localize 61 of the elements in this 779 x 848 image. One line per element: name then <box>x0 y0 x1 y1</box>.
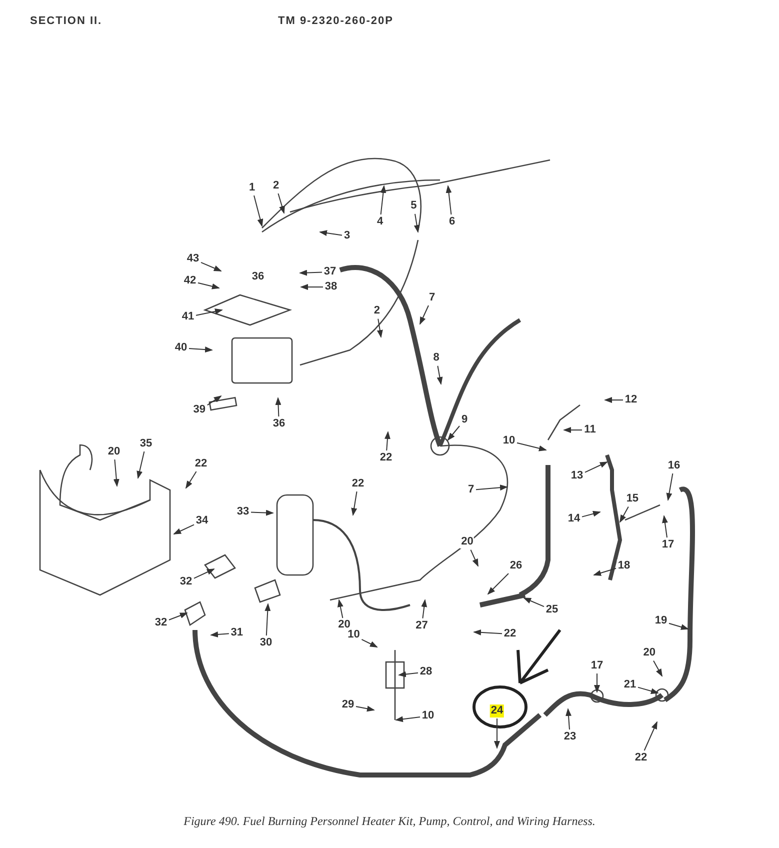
leader-line <box>594 673 600 693</box>
leader-line <box>516 442 547 452</box>
leader-line <box>194 568 215 579</box>
leader-line <box>566 708 572 730</box>
leader-line <box>584 462 608 473</box>
leader-line <box>666 473 674 501</box>
leader-line <box>356 706 375 712</box>
leader-line <box>206 395 222 406</box>
callout-number: 24 <box>490 704 504 718</box>
leader-line <box>210 631 230 638</box>
leader-line <box>173 524 194 534</box>
figure-caption: Figure 490. Fuel Burning Personnel Heater Kit, Pump, Control, and Wiring Harness. <box>182 814 596 829</box>
callout-number: 20 <box>460 536 474 549</box>
leader-line <box>198 282 220 290</box>
leader-line <box>476 484 508 491</box>
leader-line <box>185 471 197 489</box>
leader-line <box>436 365 443 385</box>
leader-line <box>168 612 188 620</box>
leader-line <box>638 686 659 694</box>
leader-line <box>398 671 418 678</box>
leader-line <box>254 195 264 227</box>
leader-line <box>470 549 478 567</box>
leader-line <box>200 262 222 272</box>
leader-line <box>653 660 662 677</box>
leader-line <box>563 427 582 433</box>
leader-line <box>136 451 145 479</box>
leader-line <box>494 718 500 749</box>
leader-line <box>113 459 120 487</box>
leader-line <box>473 629 502 636</box>
leader-line <box>593 568 616 576</box>
leader-line <box>644 721 658 751</box>
header-text: TM 9-2320-260-20P <box>278 15 394 27</box>
leader-line <box>196 308 223 316</box>
leader-line <box>395 716 420 722</box>
leader-line <box>414 213 420 233</box>
leader-line <box>351 491 358 516</box>
leader-line <box>447 426 460 441</box>
leader-line <box>604 397 624 403</box>
leader-line <box>487 573 509 595</box>
leader-line <box>446 185 452 215</box>
leader-line <box>300 284 324 290</box>
leader-line <box>250 510 274 516</box>
leader-line <box>380 185 386 215</box>
leader-line <box>523 598 544 608</box>
leader-line <box>662 515 668 538</box>
leader-line <box>278 193 285 214</box>
header-text: SECTION II. <box>30 15 102 27</box>
leader-line <box>384 431 390 451</box>
leader-line <box>421 599 428 619</box>
leader-line <box>264 603 271 636</box>
leader-line <box>299 270 322 276</box>
leader-line <box>275 397 282 417</box>
leader-line <box>668 622 689 630</box>
leader-line <box>376 318 383 338</box>
leader-line <box>420 305 429 325</box>
leader-line <box>582 510 601 518</box>
leader-line <box>620 506 629 523</box>
leader-line <box>188 346 213 353</box>
leader-line <box>337 599 344 618</box>
leader-line <box>319 230 342 236</box>
leader-line <box>361 638 378 648</box>
